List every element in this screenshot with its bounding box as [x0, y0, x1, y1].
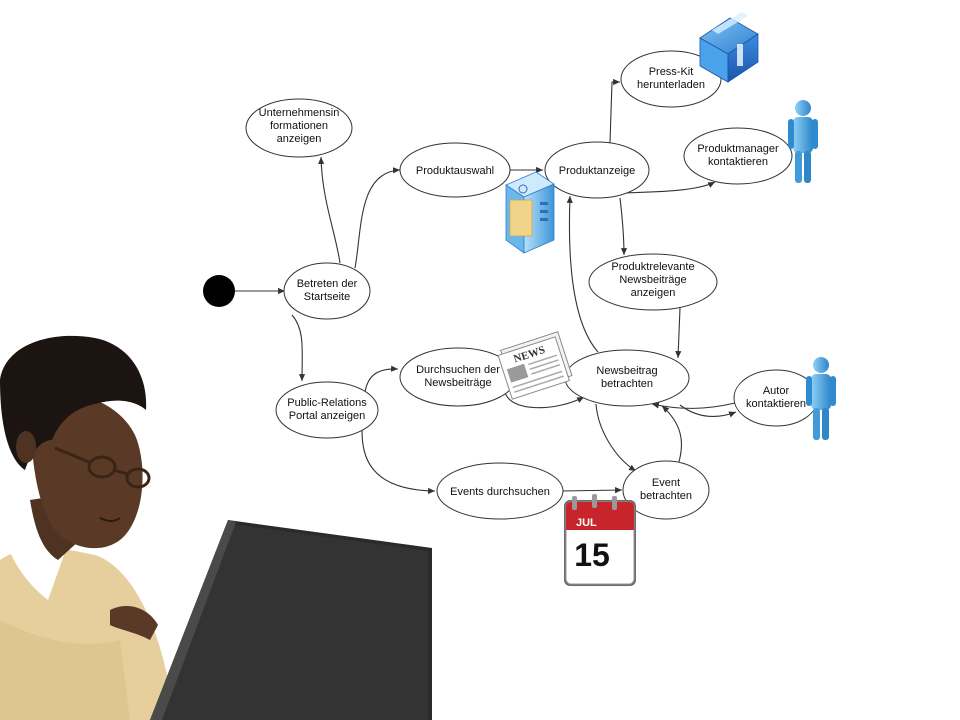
node-label: Durchsuchen der: [416, 364, 500, 376]
edge-event-newsbeitrag: [661, 405, 682, 466]
initial-state: [203, 275, 235, 307]
node-label: Newsbeitrag: [596, 365, 657, 377]
newspaper-icon: NEWS: [497, 331, 573, 400]
node-label: Public-Relations: [287, 397, 367, 409]
node-label: Produktanzeige: [559, 165, 635, 177]
calendar-month: JUL: [576, 517, 597, 529]
edge-produktanzeige-produktnews: [619, 197, 628, 256]
edges: [235, 78, 737, 494]
edge-prportal-events: [361, 429, 436, 494]
package-box-icon: [699, 12, 759, 83]
edge-produktanzeige-presskit: [609, 78, 620, 144]
node-label: herunterladen: [637, 79, 705, 91]
node-label: Newsbeiträge: [424, 377, 491, 389]
node-label: Autor: [763, 385, 790, 397]
node-label: Betreten der: [297, 278, 358, 290]
node-produktanzeige: Produktanzeige: [544, 141, 650, 199]
node-label: betrachten: [640, 490, 692, 502]
person-figure-icon: [788, 100, 818, 183]
node-label: Portal anzeigen: [289, 410, 365, 422]
node-label: Newsbeiträge: [619, 274, 686, 286]
node-label: Event: [652, 477, 680, 489]
node-label: Produktauswahl: [416, 165, 494, 177]
calendar-day: 15: [574, 537, 610, 573]
edge-startseite-produktauswahl: [354, 167, 401, 269]
node-label: kontaktieren: [746, 398, 806, 410]
edge-autor-newsbeitrag: [651, 402, 736, 409]
svg-text:Events durchsuchen: Events durchsuchen: [450, 486, 550, 498]
node-label: Produktrelevante: [611, 261, 694, 273]
svg-text:Produktauswahl: Produktauswahl: [416, 165, 494, 177]
edge-newsbeitrag-event: [595, 403, 637, 472]
woman-with-laptop-photo: [0, 335, 432, 720]
node-label: Events durchsuchen: [450, 486, 550, 498]
edge-produktanzeige-produktmanager: [619, 181, 716, 194]
node-events: Events durchsuchen: [436, 462, 564, 520]
node-label: Produktmanager: [697, 143, 779, 155]
node-label: Unternehmensin: [259, 107, 340, 119]
server-icon: [505, 171, 555, 254]
node-label: betrachten: [601, 378, 653, 390]
node-produktauswahl: Produktauswahl: [399, 142, 511, 198]
edge-newsbeitrag-produktanzeige: [566, 195, 599, 353]
node-label: anzeigen: [631, 287, 676, 299]
node-label: Press-Kit: [649, 66, 694, 78]
node-label: anzeigen: [277, 133, 322, 145]
node-label: Startseite: [304, 291, 350, 303]
edge-newsbeitrag-autor: [679, 404, 737, 418]
edge-produktnews-newsbeitrag: [675, 307, 682, 359]
edge-startseite-unternehmensinfo: [318, 156, 341, 264]
node-label: kontaktieren: [708, 156, 768, 168]
person-figure-icon: [806, 357, 836, 440]
edge-durchsuchen-newsbeitrag: [504, 391, 585, 409]
edge-events-event: [561, 487, 623, 494]
svg-text:Produktanzeige: Produktanzeige: [559, 165, 635, 177]
edge-prportal-durchsuchen: [364, 365, 399, 393]
calendar-icon: JUL 15: [564, 494, 636, 586]
edge-startseite-prportal: [291, 314, 306, 382]
node-label: formationen: [270, 120, 328, 132]
